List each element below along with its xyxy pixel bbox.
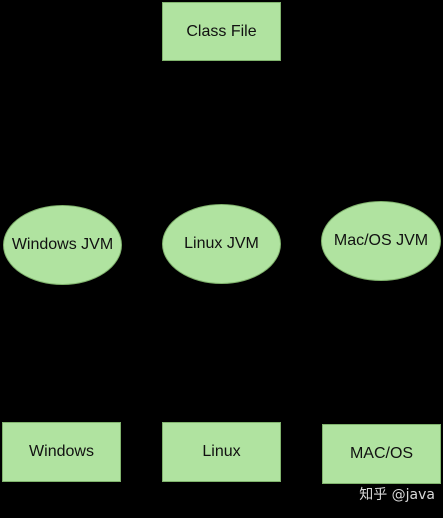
linux-os-label: Linux: [202, 443, 241, 460]
linux-jvm-label: Linux JVM: [184, 235, 259, 252]
windows-os-label: Windows: [29, 443, 94, 460]
watermark-text: 知乎 @java: [359, 487, 435, 503]
linux-jvm-node: Linux JVM: [162, 204, 281, 284]
macos-jvm-node: Mac/OS JVM: [321, 201, 441, 281]
macos-os-label: MAC/OS: [349, 445, 414, 462]
watermark: 知乎 @java: [359, 484, 435, 504]
macos-os-node: MAC/OS: [322, 424, 441, 484]
linux-os-node: Linux: [162, 422, 281, 482]
windows-jvm-node: Windows JVM: [3, 205, 122, 285]
windows-jvm-label: Windows JVM: [11, 236, 114, 253]
windows-os-node: Windows: [2, 422, 121, 482]
class-file-label: Class File: [186, 22, 257, 40]
macos-jvm-label: Mac/OS JVM: [333, 232, 429, 249]
class-file-node: Class File: [162, 2, 281, 61]
